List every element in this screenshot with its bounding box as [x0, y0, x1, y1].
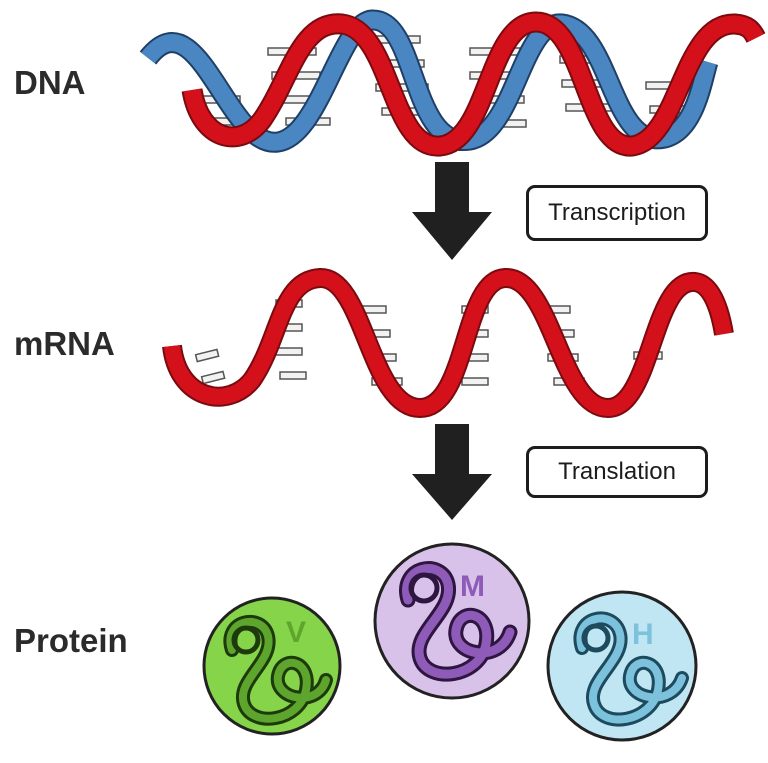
- mrna-strand-icon: [162, 268, 734, 419]
- label-mrna: mRNA: [14, 325, 115, 362]
- protein-v-icon: V: [202, 596, 342, 736]
- transcription-arrow-icon: [412, 162, 492, 260]
- protein-h-coil: [576, 614, 686, 724]
- protein-h-icon: H: [546, 590, 698, 742]
- label-protein: Protein: [14, 622, 128, 659]
- protein-v-coil: [226, 617, 330, 723]
- protein-v-letter: V: [286, 616, 306, 649]
- protein-h-letter: H: [632, 618, 654, 651]
- protein-m-letter: M: [460, 570, 485, 603]
- dna-helix-icon: [139, 9, 766, 157]
- protein-m-icon: M: [373, 542, 531, 700]
- transcription-box: Transcription: [526, 185, 708, 241]
- label-dna: DNA: [14, 64, 86, 101]
- translation-arrow-icon: [412, 424, 492, 520]
- translation-box: Translation: [526, 446, 708, 498]
- protein-m-coil: [402, 564, 515, 679]
